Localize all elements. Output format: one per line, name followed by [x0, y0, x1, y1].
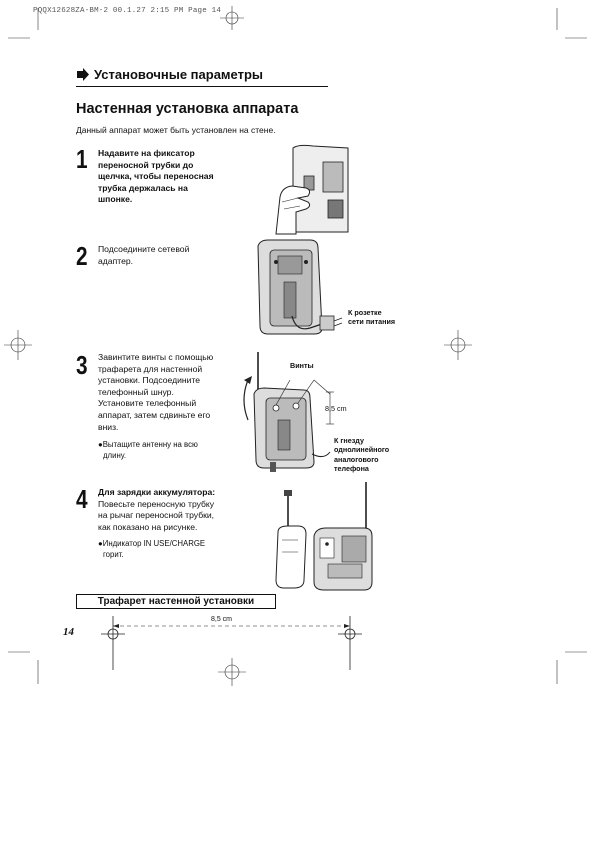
wall-template-title-box: Трафарет настенной установки: [76, 594, 276, 609]
print-header: PQQX12628ZA-BM-2 00.1.27 2:15 PM Page 14: [33, 7, 222, 15]
step-3-number: 3: [76, 350, 88, 380]
screws-caption: Винты: [290, 361, 314, 370]
wall-template-title: Трафарет настенной установки: [97, 596, 255, 607]
wall-template-diagram: [101, 616, 362, 670]
step-1-illustration: [275, 144, 349, 235]
template-crosshair-left: [101, 616, 125, 670]
step-4-text: Для зарядки аккумулятора: Повесьте перен…: [98, 487, 216, 532]
step-4-number: 4: [76, 484, 88, 514]
page-title: Настенная установка аппарата: [76, 101, 299, 117]
template-crosshair-right: [338, 616, 362, 670]
step-2-text: Подсоедините сетевой адаптер.: [98, 244, 190, 266]
distance-caption-small: 8,5 cm: [325, 404, 347, 413]
step-2-illustration: [257, 239, 343, 335]
intro-text: Данный аппарат может быть установлен на …: [76, 125, 276, 135]
step-3-text: Завинтите винты с помощью трафарета для …: [98, 352, 214, 432]
section-header: Установочные параметры: [76, 67, 263, 82]
registration-mark-bottom: [218, 658, 246, 686]
section-divider: [76, 86, 328, 87]
line-jack-caption: К гнезду однолинейного аналогового телеф…: [334, 436, 390, 474]
step-4-illustration: [275, 482, 373, 591]
template-distance-label: 8,5 cm: [211, 616, 233, 623]
section-title: Установочные параметры: [94, 67, 264, 82]
power-outlet-caption: К розетке сети питания: [348, 308, 396, 327]
step-2-number: 2: [76, 241, 88, 271]
arrow-right-icon: [77, 68, 89, 81]
step-1-number: 1: [76, 144, 88, 174]
registration-mark-top: [220, 6, 244, 30]
step-3-illustration: [243, 352, 334, 472]
page-number: 14: [63, 626, 74, 638]
registration-mark-right: [444, 330, 472, 360]
step-3-note: ●Вытащите антенну на всю длину.: [98, 440, 198, 460]
registration-mark-left: [4, 330, 32, 360]
step-4-note: ●Индикатор IN USE/CHARGE горит.: [98, 539, 206, 559]
step-1-text: Надавите на фиксатор переносной трубки д…: [98, 148, 214, 205]
